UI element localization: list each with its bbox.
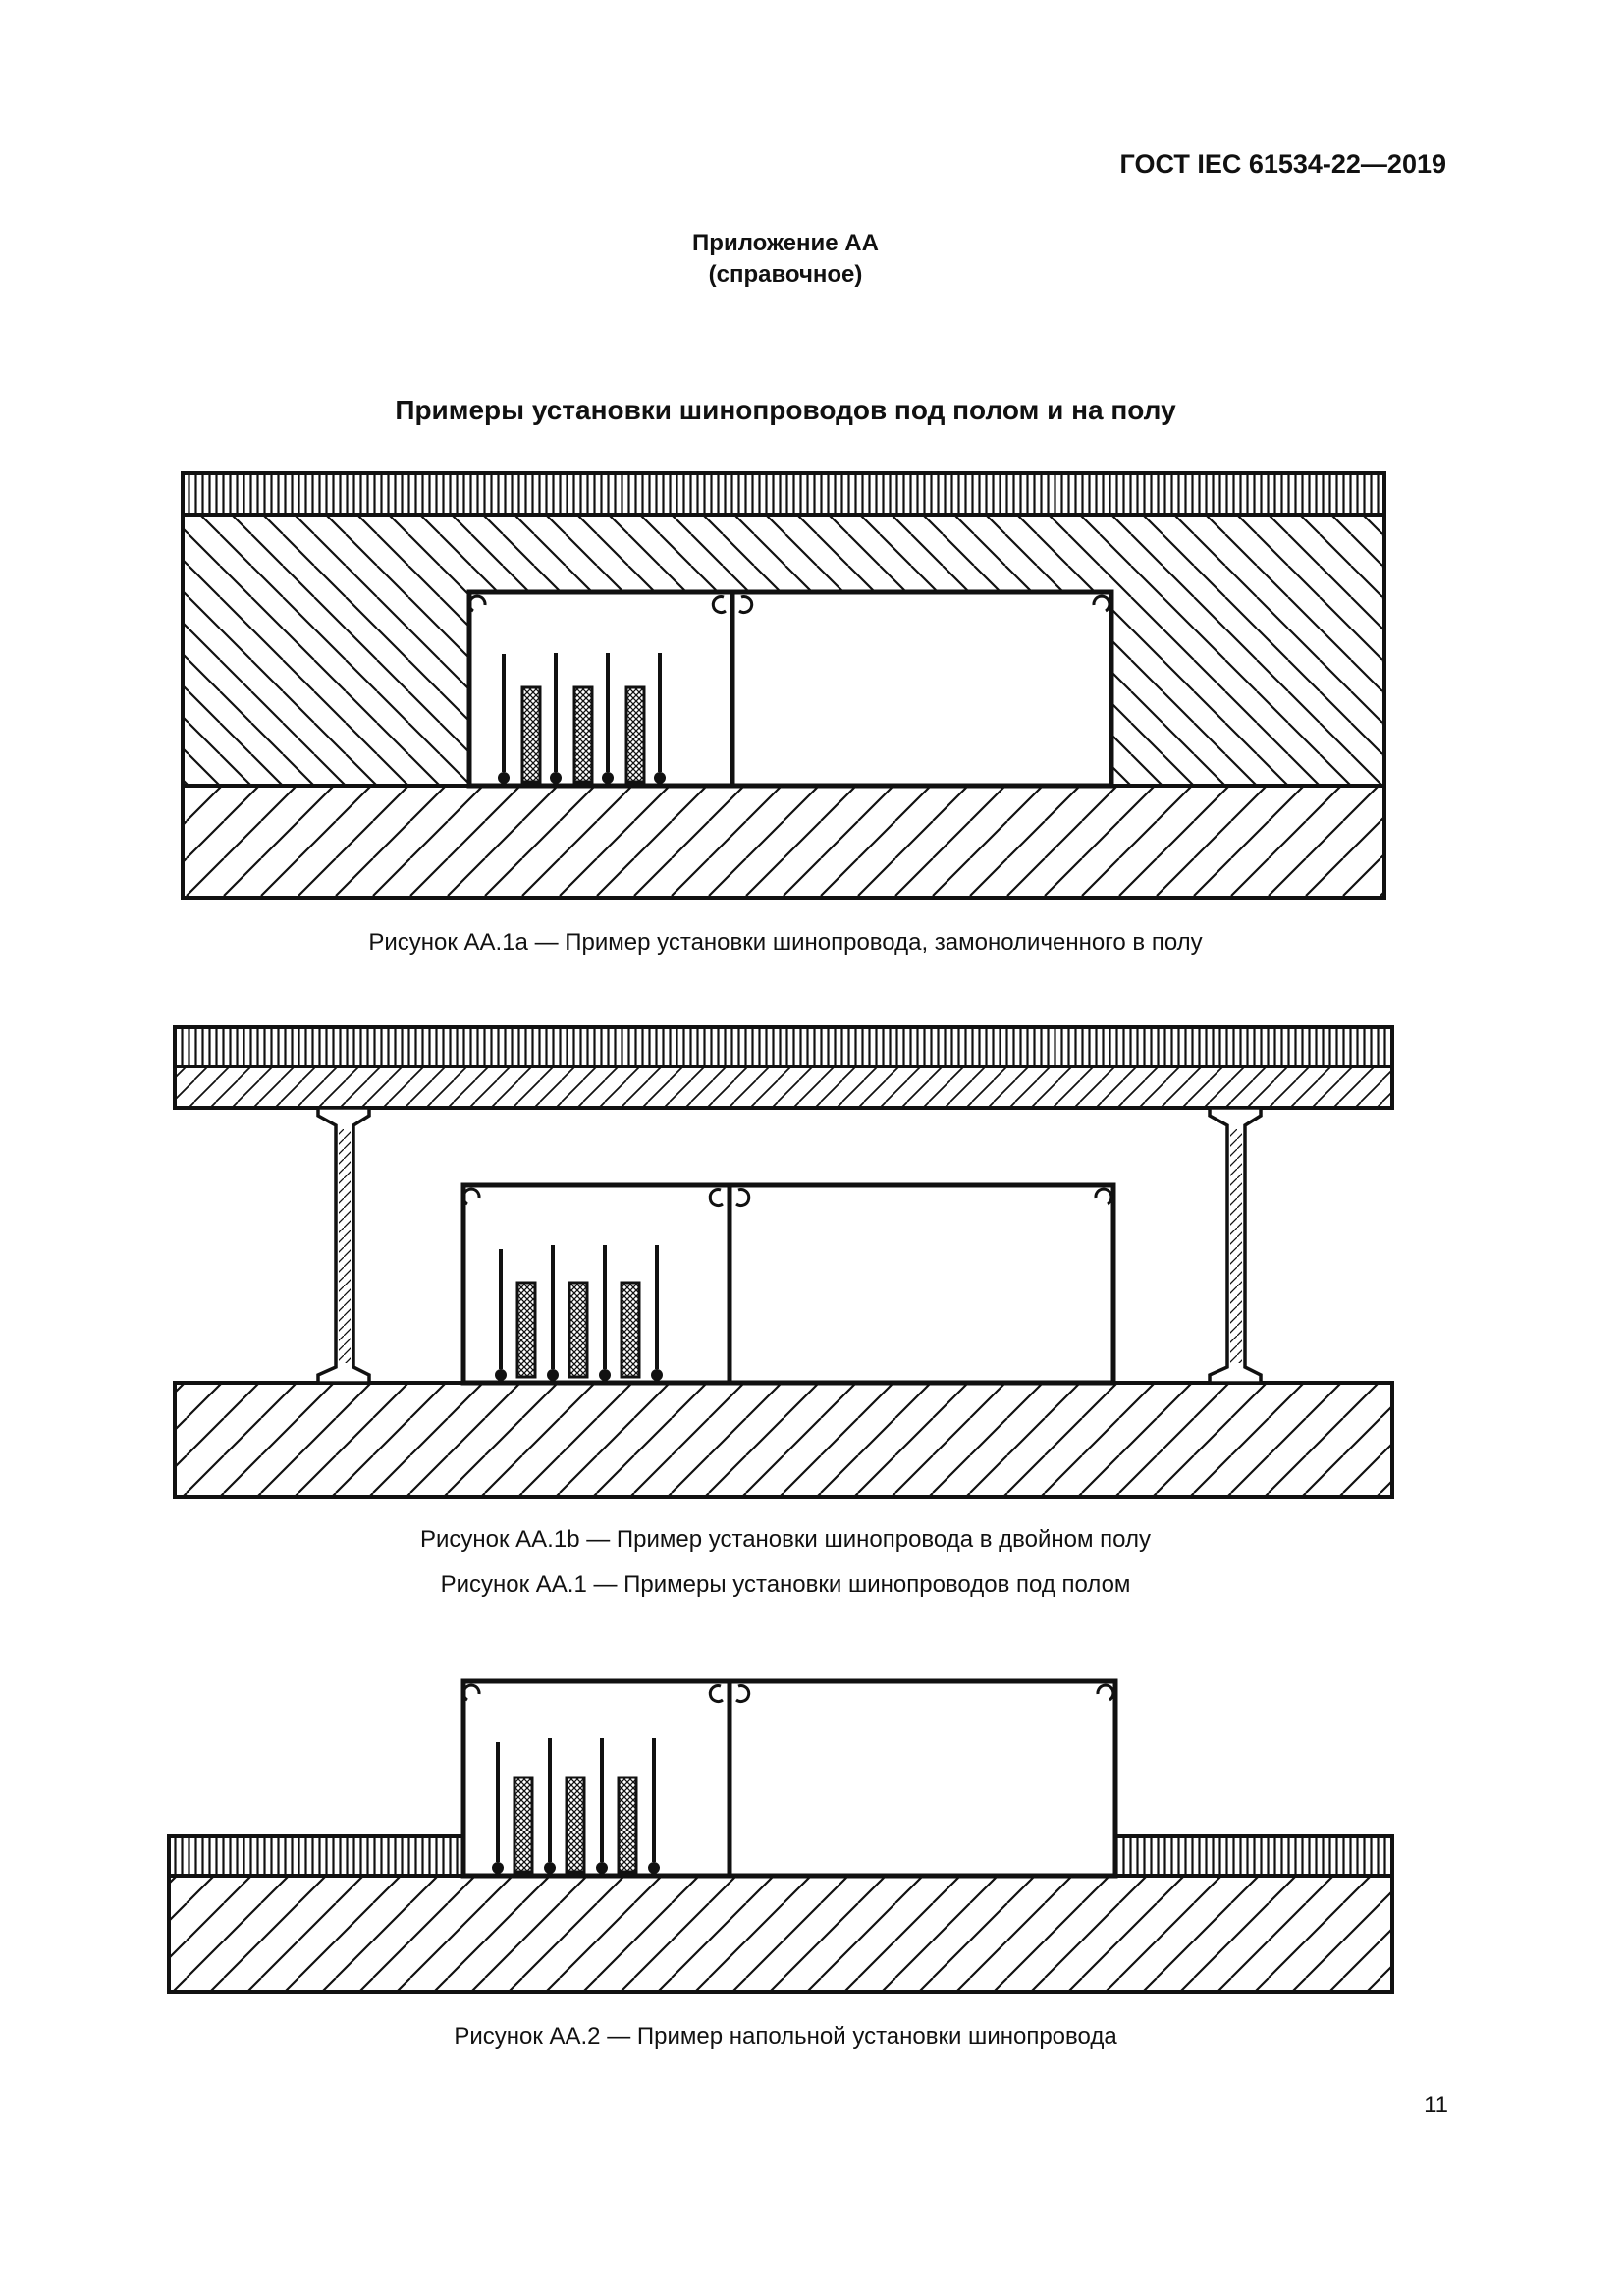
conductor-pin xyxy=(648,1738,660,1874)
concrete-slab xyxy=(181,784,1386,900)
busway-duct xyxy=(466,589,1114,789)
figure-aa2 xyxy=(167,1678,1394,1994)
page-number: 11 xyxy=(1424,2092,1448,2118)
figure-aa1a xyxy=(181,471,1386,900)
busbar xyxy=(620,1281,641,1379)
conductor-pin xyxy=(547,1245,559,1381)
conductor-group xyxy=(495,1245,663,1381)
busbar xyxy=(513,1776,534,1874)
conductor-pin xyxy=(599,1245,611,1381)
busbar xyxy=(572,685,594,784)
concrete-slab xyxy=(173,1381,1394,1499)
busbar xyxy=(568,1281,589,1379)
busbar xyxy=(520,685,542,784)
conductor-pin xyxy=(498,654,510,784)
conductor-pin xyxy=(544,1738,556,1874)
busbar xyxy=(617,1776,638,1874)
section-title: Примеры установки шинопроводов под полом… xyxy=(395,395,1176,425)
conductor-pin xyxy=(495,1249,507,1381)
duct-clips xyxy=(467,594,1111,615)
busway-duct xyxy=(460,1678,1118,1879)
figure-aa1b xyxy=(173,1025,1394,1499)
floor-covering xyxy=(173,1025,1394,1068)
duct-clips xyxy=(461,1187,1113,1208)
floor-covering-left xyxy=(167,1834,465,1878)
figure-aa1a-caption: Рисунок АА.1а — Пример установки шинопро… xyxy=(368,929,1203,956)
figure-aa2-caption: Рисунок АА.2 — Пример напольной установк… xyxy=(454,2023,1117,2050)
floor-pedestal-right xyxy=(1208,1106,1263,1385)
conductor-pin xyxy=(492,1742,504,1874)
conductor-group xyxy=(498,653,666,784)
conductor-pin xyxy=(602,653,614,784)
floor-pedestal-left xyxy=(316,1106,371,1385)
figure-aa1b-caption: Рисунок АА.1b — Пример установки шинопро… xyxy=(419,1526,1151,1553)
appendix-subtitle: (справочное) xyxy=(708,261,863,288)
conductor-group xyxy=(492,1738,660,1874)
raised-floor-panel xyxy=(173,1065,1394,1110)
busbar xyxy=(565,1776,586,1874)
busbar xyxy=(515,1281,537,1379)
concrete-slab xyxy=(167,1874,1394,1994)
conductor-pin xyxy=(654,653,666,784)
figure-aa1-caption: Рисунок АА.1 — Примеры установки шинопро… xyxy=(440,1571,1131,1598)
duct-clips xyxy=(461,1683,1115,1704)
conductor-pin xyxy=(651,1245,663,1381)
conductor-pin xyxy=(550,653,562,784)
floor-covering xyxy=(181,471,1386,517)
busway-duct xyxy=(460,1182,1116,1386)
conductor-pin xyxy=(596,1738,608,1874)
floor-covering-right xyxy=(1113,1834,1394,1878)
document-code: ГОСТ IEC 61534-22—2019 xyxy=(1119,149,1446,179)
busbar xyxy=(624,685,646,784)
appendix-title: Приложение АА xyxy=(692,230,879,256)
